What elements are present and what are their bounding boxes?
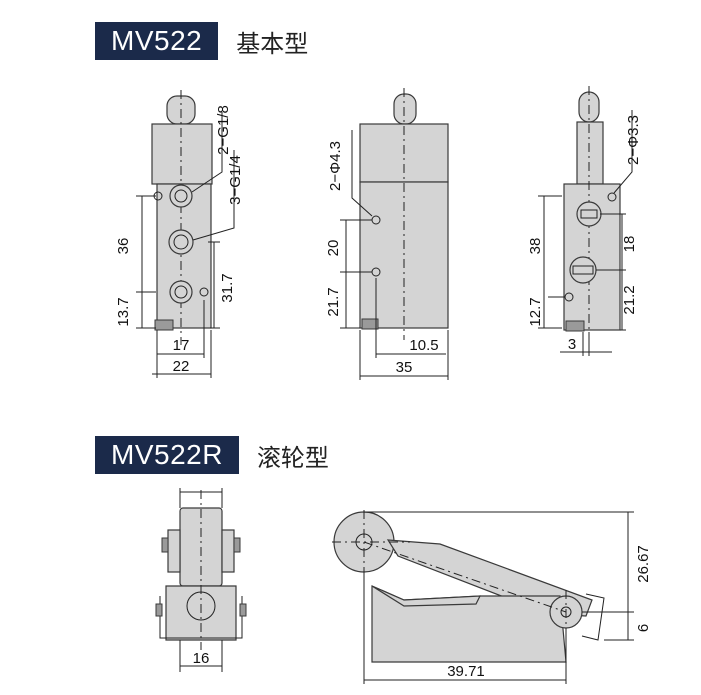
fixing-clip xyxy=(361,318,379,330)
dim-38: 38 xyxy=(527,238,544,255)
dim-12-7: 12.7 xyxy=(527,297,544,326)
side-view: 2−Φ4.3 20 21.7 10.5 35 xyxy=(325,88,449,380)
port-lower xyxy=(169,280,193,304)
type-label: 基本型 xyxy=(236,29,309,58)
dim-31-7: 31.7 xyxy=(219,273,236,302)
pin-lower-right xyxy=(239,603,247,617)
dim-6: 6 xyxy=(635,624,652,632)
port-middle xyxy=(168,229,194,255)
front-view: 2−G1/8 3−G1/4 36 13.7 31.7 17 22 xyxy=(115,90,244,378)
roller-side-view: 26.67 6 39.71 xyxy=(332,510,652,684)
dim-39-71: 39.71 xyxy=(447,663,485,680)
label-2phi43: 2−Φ4.3 xyxy=(327,141,344,191)
dim-17: 17 xyxy=(173,337,190,354)
fixing-clip xyxy=(154,319,174,331)
label-2g18: 2−G1/8 xyxy=(215,105,232,155)
dim-21-2: 21.2 xyxy=(621,285,638,314)
arm-left xyxy=(167,529,181,573)
pin-lower-left xyxy=(155,603,163,617)
dim-26-67: 26.67 xyxy=(635,545,652,583)
dim-21-7: 21.7 xyxy=(325,287,342,316)
valve-head xyxy=(576,121,604,185)
dim-18: 18 xyxy=(621,236,638,253)
plunger xyxy=(393,93,417,125)
dim-35: 35 xyxy=(396,359,413,376)
dim-20: 20 xyxy=(325,240,342,257)
model-badge: MV522 xyxy=(95,22,219,60)
port-lower xyxy=(569,256,597,284)
port-upper xyxy=(169,184,193,208)
dim-10-5: 10.5 xyxy=(409,337,438,354)
header-mv522: MV522 基本型 xyxy=(95,22,308,60)
roller-front-view: 16 xyxy=(155,488,247,672)
model-badge: MV522R xyxy=(95,436,239,474)
valve-head xyxy=(151,123,213,185)
dim-36: 36 xyxy=(115,238,132,255)
fixing-clip xyxy=(565,320,585,332)
dim-22: 22 xyxy=(173,358,190,375)
arm-right xyxy=(221,529,235,573)
body-step xyxy=(371,585,481,607)
pin-right xyxy=(233,537,241,553)
dim-3: 3 xyxy=(568,336,576,353)
valve-body xyxy=(156,183,212,329)
dim-16: 16 xyxy=(193,650,210,667)
right-view: 2−Φ3.3 38 12.7 18 21.2 3 xyxy=(527,86,642,356)
dim-13-7: 13.7 xyxy=(115,297,132,326)
header-mv522r: MV522R 滚轮型 xyxy=(95,436,329,474)
label-3g14: 3−G1/4 xyxy=(227,155,244,205)
pin-left xyxy=(161,537,169,553)
label-2phi33: 2−Φ3.3 xyxy=(625,115,642,165)
type-label: 滚轮型 xyxy=(256,443,329,472)
